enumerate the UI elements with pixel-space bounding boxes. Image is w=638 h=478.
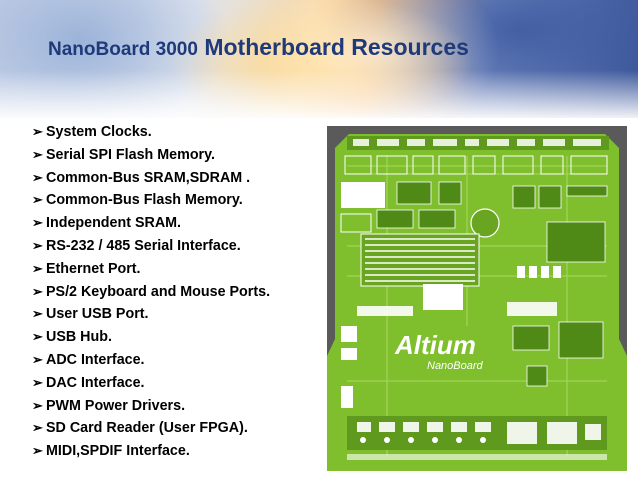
feature-item-label: DAC Interface. bbox=[46, 374, 145, 391]
feature-item: ➢System Clocks. bbox=[32, 121, 270, 144]
feature-item-label: Serial SPI Flash Memory. bbox=[46, 146, 215, 163]
feature-item-label: Common-Bus SRAM,SDRAM . bbox=[46, 169, 251, 186]
arrow-bullet-icon: ➢ bbox=[32, 215, 43, 231]
feature-item-label: Independent SRAM. bbox=[46, 215, 182, 232]
feature-item: ➢Ethernet Port. bbox=[32, 258, 270, 281]
feature-item: ➢User USB Port. bbox=[32, 303, 270, 326]
arrow-bullet-icon: ➢ bbox=[32, 283, 43, 299]
arrow-bullet-icon: ➢ bbox=[32, 443, 43, 459]
feature-item: ➢PWM Power Drivers. bbox=[32, 395, 270, 418]
feature-item: ➢Common-Bus Flash Memory. bbox=[32, 189, 270, 212]
arrow-bullet-icon: ➢ bbox=[32, 260, 43, 276]
feature-item: ➢DAC Interface. bbox=[32, 372, 270, 395]
feature-item-label: System Clocks. bbox=[46, 124, 152, 140]
feature-item-label: PWM Power Drivers. bbox=[46, 397, 186, 414]
feature-item-label: Ethernet Port. bbox=[46, 260, 141, 277]
arrow-bullet-icon: ➢ bbox=[32, 374, 43, 390]
feature-item: ➢MIDI,SPDIF Interface. bbox=[32, 440, 270, 463]
feature-item-label: USB Hub. bbox=[46, 329, 112, 346]
altium-logo: Altium bbox=[394, 330, 476, 360]
arrow-bullet-icon: ➢ bbox=[32, 146, 43, 162]
arrow-bullet-icon: ➢ bbox=[32, 124, 43, 139]
module-label bbox=[423, 284, 463, 310]
feature-item: ➢SD Card Reader (User FPGA). bbox=[32, 417, 270, 440]
arrow-bullet-icon: ➢ bbox=[32, 306, 43, 322]
nanoboard-logo-subtext: NanoBoard bbox=[427, 360, 484, 372]
feature-item: ➢PS/2 Keyboard and Mouse Ports. bbox=[32, 281, 270, 304]
feature-item-label: MIDI,SPDIF Interface. bbox=[46, 443, 190, 460]
feature-item: ➢Serial SPI Flash Memory. bbox=[32, 144, 270, 167]
feature-item: ➢Independent SRAM. bbox=[32, 212, 270, 235]
arrow-bullet-icon: ➢ bbox=[32, 169, 43, 185]
feature-list: ➢System Clocks.➢Serial SPI Flash Memory.… bbox=[32, 121, 270, 463]
feature-item-label: SD Card Reader (User FPGA). bbox=[46, 420, 248, 437]
battery-holder bbox=[470, 208, 500, 238]
title-part-board-name: NanoBoard 3000 bbox=[48, 39, 198, 60]
feature-item-label: ADC Interface. bbox=[46, 351, 145, 368]
arrow-bullet-icon: ➢ bbox=[32, 420, 43, 436]
arrow-bullet-icon: ➢ bbox=[32, 237, 43, 253]
arrow-bullet-icon: ➢ bbox=[32, 397, 43, 413]
pin-field bbox=[360, 233, 480, 287]
feature-item: ➢RS-232 / 485 Serial Interface. bbox=[32, 235, 270, 258]
component-block bbox=[341, 182, 385, 208]
feature-item: ➢ADC Interface. bbox=[32, 349, 270, 372]
arrow-bullet-icon: ➢ bbox=[32, 192, 43, 208]
slide-title: NanoBoard 3000 Motherboard Resources bbox=[48, 34, 469, 61]
feature-item-label: RS-232 / 485 Serial Interface. bbox=[46, 237, 241, 254]
feature-item-label: User USB Port. bbox=[46, 306, 149, 323]
feature-item-label: PS/2 Keyboard and Mouse Ports. bbox=[46, 283, 271, 300]
title-part-resources: Motherboard Resources bbox=[197, 34, 469, 60]
arrow-bullet-icon: ➢ bbox=[32, 351, 43, 367]
feature-item-label: Common-Bus Flash Memory. bbox=[46, 192, 243, 209]
feature-item: ➢Common-Bus SRAM,SDRAM . bbox=[32, 167, 270, 190]
feature-item: ➢USB Hub. bbox=[32, 326, 270, 349]
header-fade bbox=[0, 70, 638, 122]
board-illustration: Altium NanoBoard bbox=[327, 126, 627, 471]
nanoboard-image: Altium NanoBoard bbox=[327, 126, 627, 471]
arrow-bullet-icon: ➢ bbox=[32, 329, 43, 345]
